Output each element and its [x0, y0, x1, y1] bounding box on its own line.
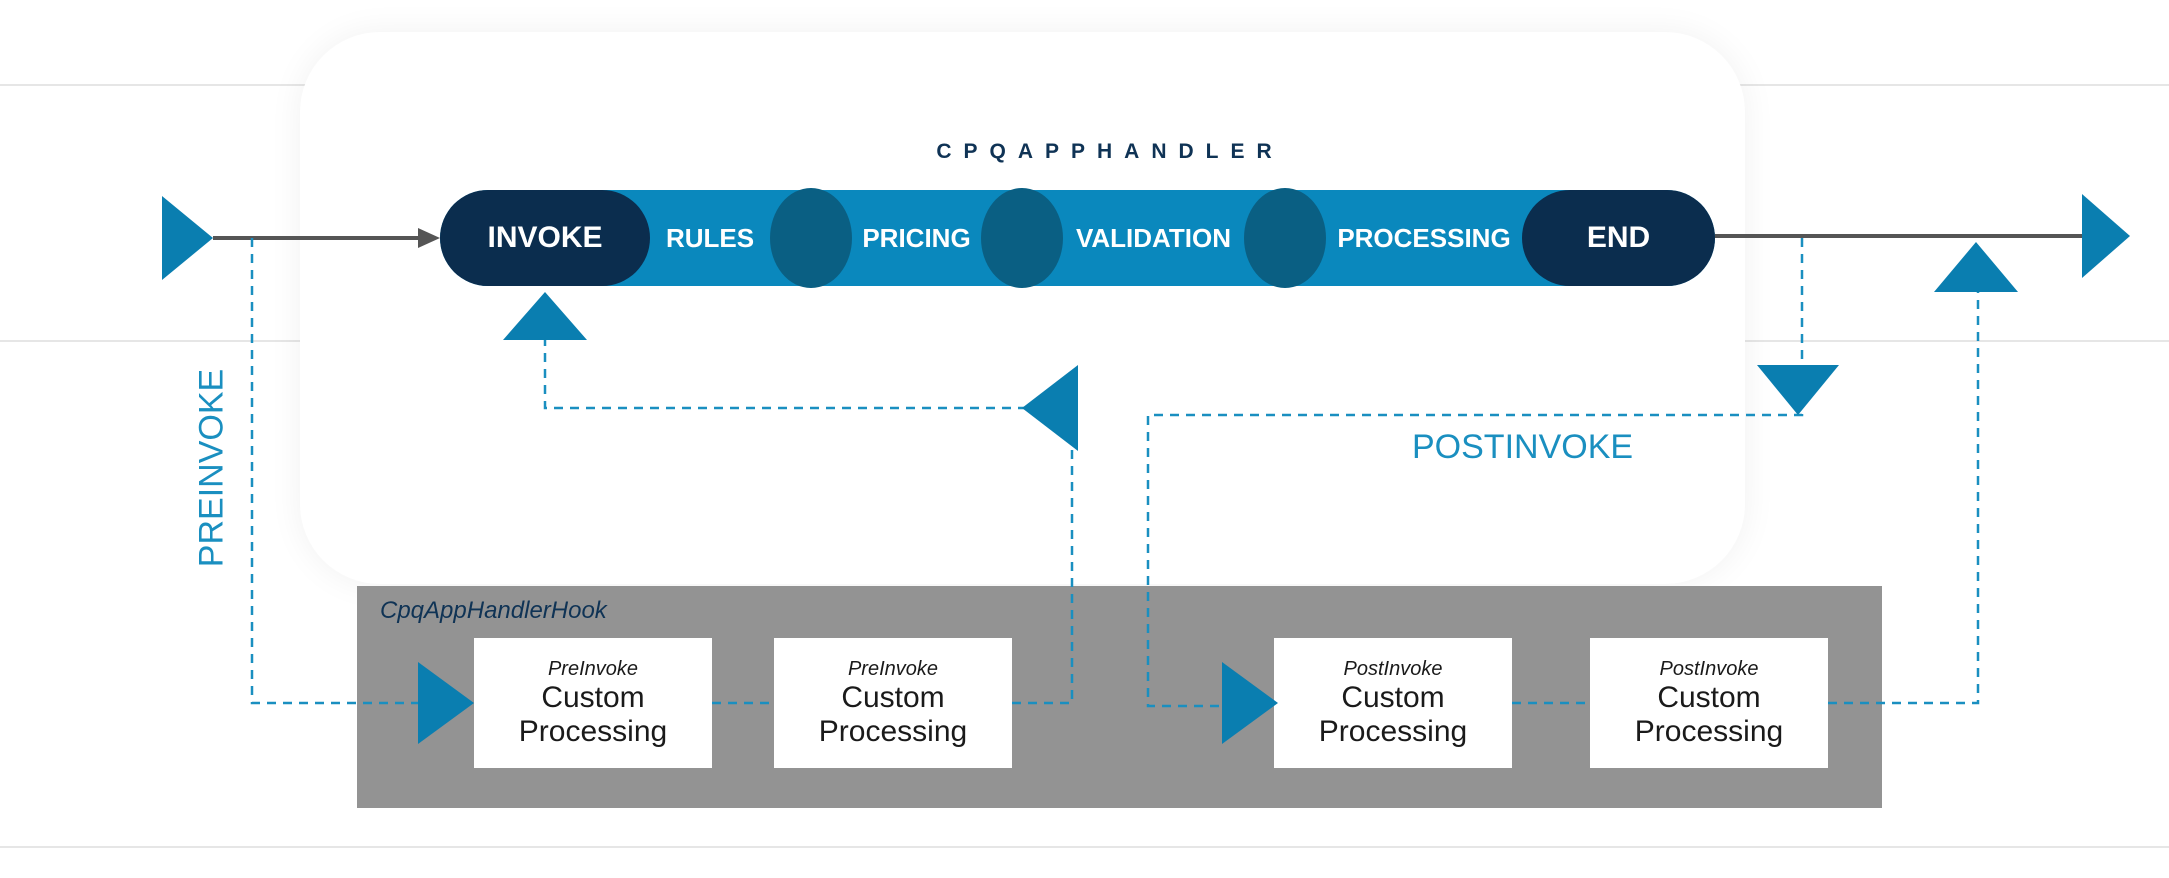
end-up-triangle-icon	[1934, 242, 2018, 292]
postinvoke-return-dashed-connector	[1828, 292, 1980, 705]
step-rules: RULES	[665, 222, 755, 253]
box-phase: PreInvoke	[547, 658, 639, 680]
down-triangle-icon	[1757, 365, 1839, 415]
step-separator	[770, 188, 852, 288]
step-pricing: PRICING	[862, 222, 971, 253]
invoke-node: INVOKE	[440, 190, 650, 286]
box-label: Custom Processing	[518, 681, 668, 748]
preinvoke-custom-processing-box: PreInvoke Custom Processing	[774, 638, 1012, 768]
step-validation: VALIDATION	[1075, 222, 1232, 253]
hook-title: CpqAppHandlerHook	[380, 597, 607, 624]
postinvoke-label: POSTINVOKE	[1412, 428, 1634, 466]
handler-pipeline-band	[440, 190, 1715, 286]
step-separator	[1244, 188, 1326, 288]
box-phase: PostInvoke	[1659, 658, 1759, 680]
preinvoke-entry-triangle-icon	[418, 662, 474, 744]
inbound-arrowhead-icon	[418, 228, 440, 248]
preinvoke-dashed-connector	[250, 238, 418, 705]
preinvoke-return-dashed-connector	[543, 338, 1074, 705]
step-processing: PROCESSING	[1337, 222, 1511, 253]
start-triangle-icon	[162, 196, 213, 280]
box-phase: PostInvoke	[1343, 658, 1443, 680]
preinvoke-custom-processing-box: PreInvoke Custom Processing	[474, 638, 712, 768]
handler-title: CPQAPPHANDLER	[936, 140, 1284, 163]
postinvoke-dashed-connector	[1146, 238, 1804, 708]
postinvoke-custom-processing-box: PostInvoke Custom Processing	[1590, 638, 1828, 768]
box-phase: PreInvoke	[847, 658, 939, 680]
end-node: END	[1522, 190, 1715, 286]
postinvoke-entry-triangle-icon	[1222, 662, 1278, 744]
box-label: Custom Processing	[1634, 681, 1784, 748]
box-label: Custom Processing	[818, 681, 968, 748]
finish-triangle-icon	[2082, 194, 2130, 278]
divider-line-bottom	[0, 846, 2169, 848]
invoke-up-triangle-icon	[503, 292, 587, 340]
postinvoke-custom-processing-box: PostInvoke Custom Processing	[1274, 638, 1512, 768]
step-separator	[981, 188, 1063, 288]
box-label: Custom Processing	[1318, 681, 1468, 748]
left-triangle-icon	[1022, 365, 1078, 451]
